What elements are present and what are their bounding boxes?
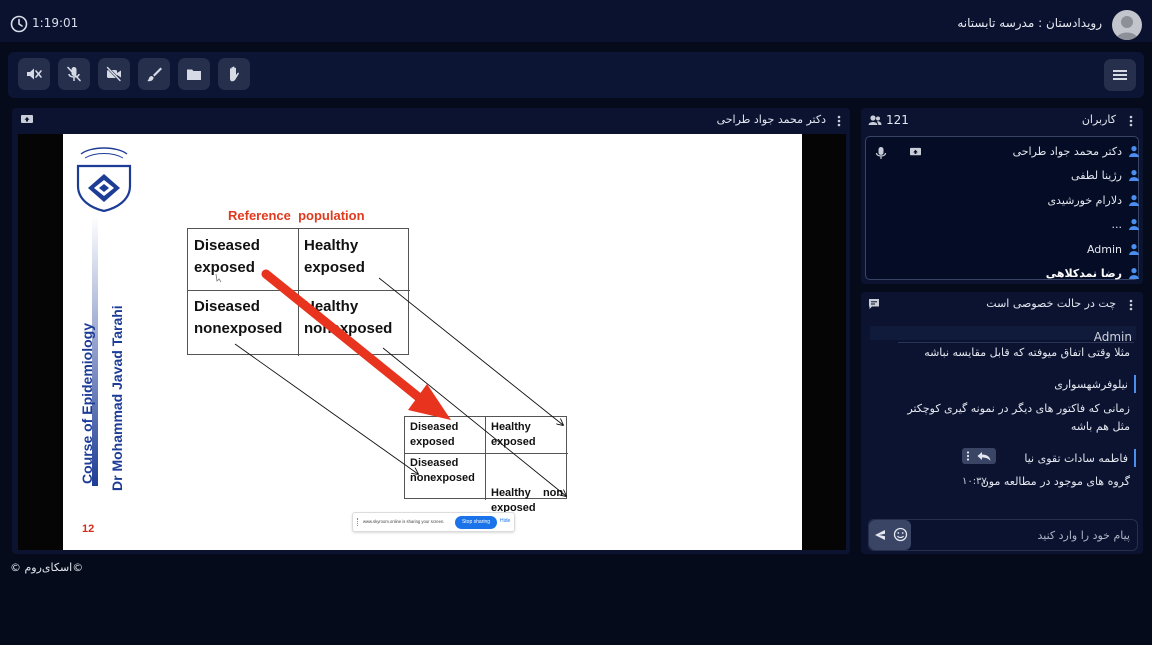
users-list (865, 136, 1139, 280)
emoji-icon[interactable] (893, 527, 908, 542)
hamburger-icon (1113, 70, 1127, 80)
speaker-mute-button[interactable] (18, 58, 50, 90)
mic-icon (875, 147, 887, 159)
user-row[interactable]: Admin (1087, 239, 1140, 259)
message-actions (962, 448, 996, 464)
user-icon (1129, 170, 1139, 181)
user-icon (1129, 146, 1139, 157)
reply-icon[interactable] (976, 450, 992, 462)
users-panel-title: کاربران (1081, 113, 1116, 126)
chat-sender: نیلوفرشهسواری (1054, 378, 1128, 391)
chat-bubble-icon (869, 299, 879, 309)
brush-button[interactable] (138, 58, 170, 90)
menu-button[interactable] (1104, 59, 1136, 91)
red-arrow-head (408, 384, 451, 420)
message-more-icon[interactable] (965, 450, 971, 462)
clock-icon (10, 15, 28, 33)
chat-message-text: مثلا وقتی اتفاق میوفته که قابل مقایسه نب… (924, 346, 1130, 359)
hand-icon (230, 66, 239, 82)
user-icon (1129, 219, 1139, 230)
chat-options-icon[interactable] (1128, 298, 1134, 312)
stop-sharing-button[interactable]: Stop sharing (455, 516, 497, 529)
share-notice-text: www.skyroom.online is sharing your scree… (363, 519, 445, 524)
reference-population-table (187, 228, 410, 356)
mouse-cursor-icon (215, 273, 222, 283)
mic-off-button[interactable] (58, 58, 90, 90)
chat-panel-title: چت در حالت خصوصی است (986, 297, 1116, 310)
user-row[interactable]: ... (1112, 214, 1141, 234)
slide-heading: Reference population (228, 208, 365, 223)
red-arrow-shaft (261, 269, 432, 409)
chat-sender: فاطمه سادات تقوی نیا (1024, 452, 1128, 465)
avatar-person-icon (1116, 16, 1138, 40)
top-bar (0, 0, 1152, 42)
chat-sender: Admin (1093, 330, 1132, 344)
arrow-healthy-exposed (378, 277, 563, 425)
sample-table (404, 416, 568, 500)
arrow-diseased-nonexposed (234, 343, 418, 474)
drag-handle-icon[interactable] (357, 518, 359, 526)
presenter-name: دکتر محمد جواد طراحی (716, 113, 826, 126)
user-icon (1129, 268, 1139, 279)
camera-off-icon (106, 66, 121, 82)
hide-share-bar-link[interactable]: Hide (500, 518, 511, 524)
camera-off-button[interactable] (98, 58, 130, 90)
arrow-healthy-nonexposed (382, 347, 566, 496)
user-icon (1129, 244, 1139, 255)
chat-message-time: ۱۰:۳۷ (962, 476, 987, 487)
chat-message-input[interactable] (916, 522, 1134, 548)
slide: Course of Epidemiology Dr Mohammad Javad… (63, 134, 802, 550)
screen-share-icon[interactable] (20, 114, 34, 126)
folder-icon (187, 69, 201, 80)
session-timer: 1:19:01 (32, 16, 79, 30)
user-row-current[interactable]: رضا نمدکلاهی (1046, 263, 1140, 283)
user-row[interactable]: دکتر محمد جواد طراحی (1013, 141, 1140, 161)
screen-share-bar: www.skyroom.online is sharing your scree… (352, 512, 515, 532)
users-group-icon (868, 115, 882, 125)
chat-message-text: زمانی که فاکتور های دیگر در نمونه گیری ک… (907, 402, 1130, 433)
room-title: رویدادستان : مدرسه تابستانه (957, 16, 1102, 30)
slide-arrows (215, 269, 802, 550)
user-row[interactable]: رژینا لطفی (1071, 165, 1140, 185)
slide-accent-bar (92, 216, 98, 486)
send-icon[interactable] (873, 528, 887, 542)
user-row[interactable]: دلارام خورشیدی (1047, 190, 1140, 210)
chat-messages: Admin مثلا وقتی اتفاق میوفته که قابل مقا… (868, 320, 1138, 516)
mic-off-icon (67, 66, 81, 82)
brush-icon (147, 67, 162, 82)
users-count: 121 (886, 113, 909, 127)
presentation-options-icon[interactable] (836, 114, 842, 128)
copyright-text: ©اسکای‌روم © (10, 561, 84, 574)
slide-page-number: 12 (82, 523, 95, 535)
room-avatar[interactable] (1112, 10, 1142, 40)
chat-message-text: گروه های موجود در مطالعه مون (980, 475, 1130, 488)
folder-button[interactable] (178, 58, 210, 90)
users-options-icon[interactable] (1128, 114, 1134, 128)
user-icon (1129, 195, 1139, 206)
speaker-mute-icon (27, 68, 42, 80)
raise-hand-button[interactable] (218, 58, 250, 90)
screen-share-icon (910, 147, 921, 156)
university-logo-icon (76, 147, 132, 212)
